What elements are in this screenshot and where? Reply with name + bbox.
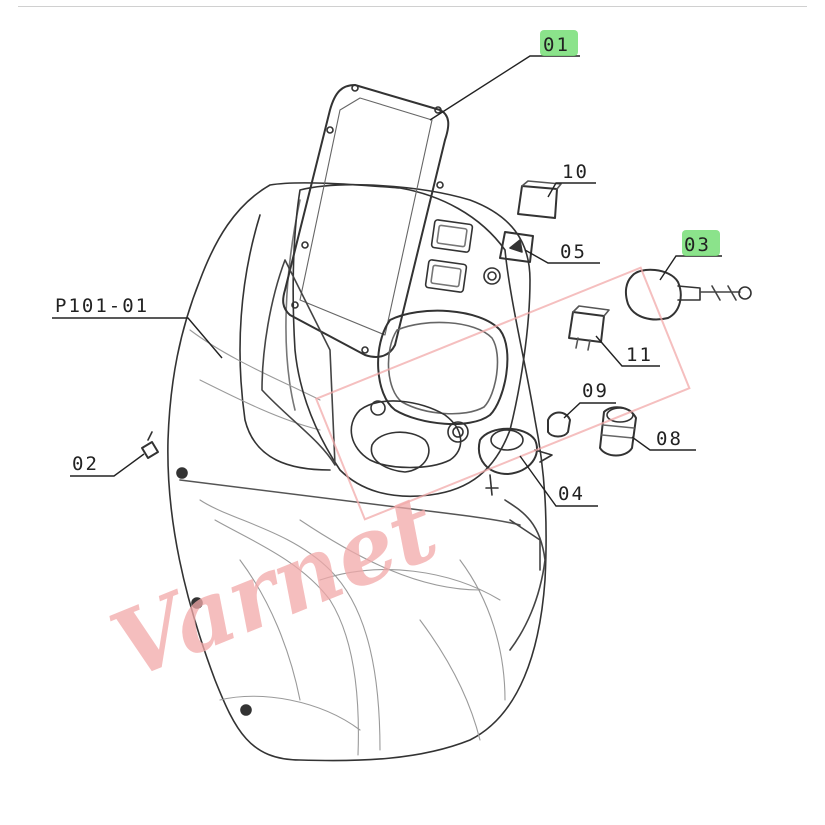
leader-08 bbox=[631, 436, 696, 451]
glovebox-opening bbox=[377, 309, 509, 425]
watermark: Varnet bbox=[97, 266, 691, 701]
dash-panel bbox=[292, 183, 531, 498]
top-divider bbox=[18, 6, 807, 7]
label-09: 09 bbox=[582, 380, 609, 402]
highlight-01 bbox=[540, 30, 578, 56]
leader-main bbox=[52, 317, 223, 359]
leader-01 bbox=[429, 55, 580, 121]
leader-04 bbox=[519, 455, 598, 507]
part-08-socket bbox=[599, 406, 637, 457]
part-03-ignition bbox=[624, 268, 682, 321]
label-02: 02 bbox=[72, 453, 99, 475]
label-main: P101-01 bbox=[55, 295, 149, 317]
label-05: 05 bbox=[560, 241, 587, 263]
leader-02 bbox=[70, 453, 145, 477]
part-09-bulb bbox=[547, 411, 571, 438]
label-03: 03 bbox=[684, 234, 711, 256]
svg-text:Varnet: Varnet bbox=[97, 474, 452, 701]
part-10-lens bbox=[517, 185, 558, 219]
leader-03 bbox=[659, 255, 722, 281]
label-10: 10 bbox=[562, 161, 589, 183]
front-body-shell bbox=[167, 182, 547, 762]
part-11-relay bbox=[568, 311, 605, 343]
part-05-switch bbox=[499, 231, 534, 263]
part-02-screw bbox=[141, 441, 159, 459]
leader-09 bbox=[563, 402, 616, 419]
label-08: 08 bbox=[656, 428, 683, 450]
label-04: 04 bbox=[558, 483, 585, 505]
leader-11 bbox=[595, 335, 660, 367]
highlight-03 bbox=[682, 230, 720, 256]
leader-05 bbox=[524, 249, 600, 264]
leader-10 bbox=[547, 182, 596, 198]
instrument-lens bbox=[282, 84, 450, 358]
label-11: 11 bbox=[626, 344, 653, 366]
part-04-fuel-cap bbox=[477, 427, 538, 475]
label-01: 01 bbox=[543, 34, 570, 56]
